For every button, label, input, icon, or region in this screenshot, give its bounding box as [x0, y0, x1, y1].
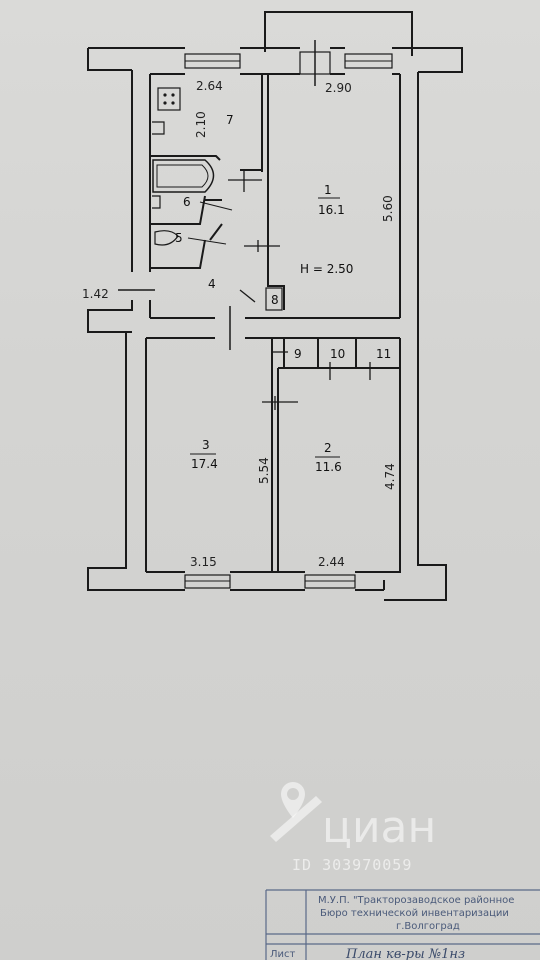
closet-8	[265, 287, 283, 311]
kitchen-sink	[152, 121, 165, 135]
room-2-number: 2	[324, 441, 332, 455]
bathtub	[152, 159, 215, 193]
toilet	[154, 230, 179, 246]
room-11-label: 11	[376, 347, 391, 361]
room-3-number: 3	[202, 438, 210, 452]
height-label: H = 2.50	[300, 262, 353, 276]
room-3-area: 17.4	[191, 457, 218, 471]
stamp-sheet-label: Лист	[270, 949, 296, 960]
room-9-label: 9	[294, 347, 302, 361]
dim-corridor: 1.42	[82, 287, 109, 301]
watermark: циан ID 303970059	[270, 782, 436, 874]
room-2-area: 11.6	[315, 460, 342, 474]
stamp-org-line2: Бюро технической инвентаризации	[320, 908, 509, 919]
top-outer-wall	[87, 47, 463, 73]
stamp-plan-text: План кв-ры №1нз	[345, 947, 465, 960]
dim-kitchen-side: 2.10	[194, 111, 208, 138]
room-10-label: 10	[330, 347, 345, 361]
room-1-number: 1	[324, 183, 332, 197]
stamp-org-line1: М.У.П. "Тракторозаводское районное	[318, 895, 514, 906]
dim-bottom-room3: 3.15	[190, 555, 217, 569]
balcony-outline	[264, 11, 413, 56]
stamp-org-line3: г.Волгоград	[396, 921, 460, 932]
title-block	[265, 889, 540, 960]
dim-top-kitchen: 2.64	[196, 79, 223, 93]
room-4-label: 4	[208, 277, 216, 291]
room-8-label: 8	[271, 293, 279, 307]
wall-room3-room2	[271, 338, 279, 572]
stove	[157, 87, 181, 111]
wall-corridor-rooms	[146, 317, 400, 339]
dim-top-room1: 2.90	[325, 81, 352, 95]
dim-room2-side: 4.74	[383, 463, 397, 490]
right-outer-wall	[383, 72, 447, 601]
closets	[278, 338, 400, 369]
watermark-id: ID 303970059	[292, 856, 412, 874]
location-pin-icon	[270, 782, 322, 842]
dim-room3-side: 5.54	[257, 457, 271, 484]
room-7-label: 7	[226, 113, 234, 127]
dim-room1-side: 5.60	[381, 195, 395, 222]
room-1-area: 16.1	[318, 203, 345, 217]
room-6-label: 6	[183, 195, 191, 209]
dim-bottom-room2: 2.44	[318, 555, 345, 569]
watermark-brand: циан	[322, 802, 436, 853]
bath-sink	[152, 195, 161, 209]
room-5-label: 5	[175, 231, 183, 245]
wall-kitchen-room1	[261, 74, 285, 310]
left-outer-wall	[131, 70, 151, 272]
